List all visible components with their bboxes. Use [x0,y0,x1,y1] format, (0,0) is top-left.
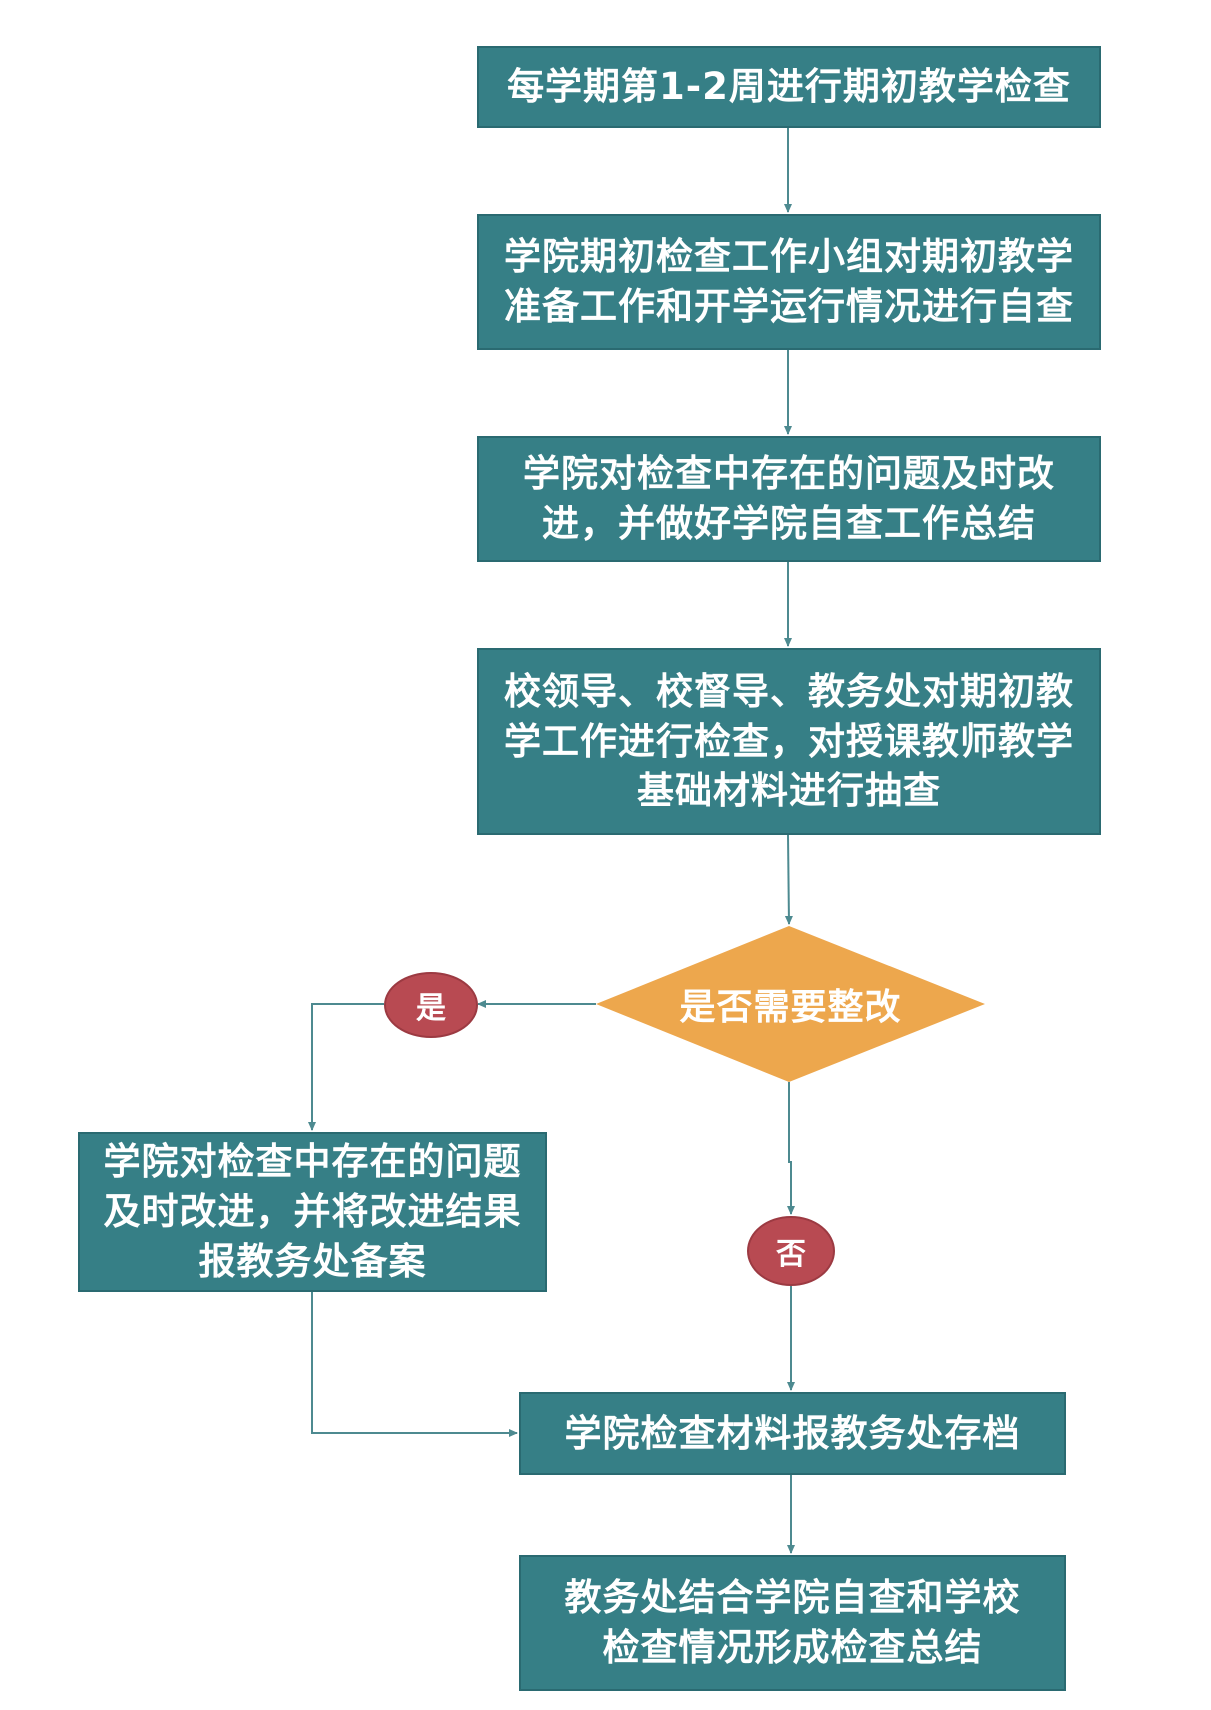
step-summary: 教务处结合学院自查和学校 检查情况形成检查总结 [519,1555,1066,1691]
step-college-improve-line2: 进，并做好学院自查工作总结 [542,502,1036,545]
connector-decision-no [787,1082,795,1215]
step-school-inspection-line1: 校领导、校督导、教务处对期初教 [504,669,1074,713]
step-start-check: 每学期第1-2周进行期初教学检查 [477,46,1101,128]
step-rectify-report-line2: 及时改进，并将改进结果 [103,1190,522,1234]
step-school-inspection-line3: 基础材料进行抽查 [637,769,941,813]
step-school-inspection: 校领导、校督导、教务处对期初教 学工作进行检查，对授课教师教学 基础材料进行抽查 [477,648,1101,835]
step-archive: 学院检查材料报教务处存档 [519,1392,1066,1475]
step-rectify-report-line3: 报教务处备案 [198,1239,427,1283]
step-school-inspection-line2: 学工作进行检查，对授课教师教学 [504,719,1074,763]
step-summary-line2: 检查情况形成检查总结 [602,1626,983,1669]
step-college-improve: 学院对检查中存在的问题及时改 进，并做好学院自查工作总结 [477,436,1101,562]
decision-diamond [596,926,985,1082]
step-rectify-report-line1: 学院对检查中存在的问题 [103,1140,522,1184]
connector-yes-rectify [308,1003,384,1131]
connector-rectify-archive [311,1292,518,1437]
step-college-selfcheck: 学院期初检查工作小组对期初教学 准备工作和开学运行情况进行自查 [477,214,1101,350]
no-badge: 否 [747,1216,835,1286]
step-college-selfcheck-line1: 学院期初检查工作小组对期初教学 [504,235,1074,279]
step-college-improve-line1: 学院对检查中存在的问题及时改 [523,452,1055,496]
step-archive-text: 学院检查材料报教务处存档 [564,1411,1021,1455]
step-start-check-text: 每学期第1-2周进行期初教学检查 [507,65,1071,109]
decision-label: 是否需要整改 [679,987,902,1028]
step-rectify-report: 学院对检查中存在的问题 及时改进，并将改进结果 报教务处备案 [78,1132,547,1292]
connector-step4-decision [784,834,793,925]
step-summary-line1: 教务处结合学院自查和学校 [564,1576,1021,1620]
yes-badge: 是 [384,972,478,1038]
step-college-selfcheck-line2: 准备工作和开学运行情况进行自查 [504,285,1074,328]
